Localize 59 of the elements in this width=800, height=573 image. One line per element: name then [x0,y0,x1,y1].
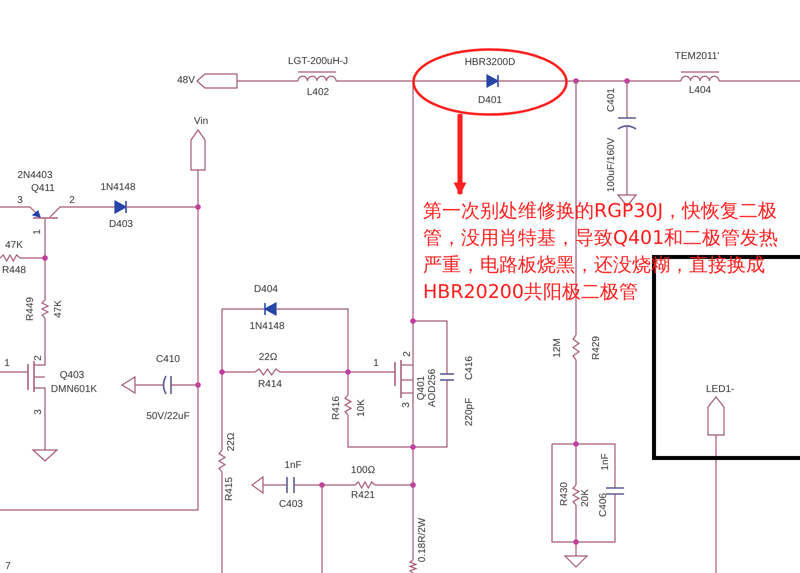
value-label: 220pF [465,398,475,426]
pin-number: 1 [33,229,43,235]
value-label: 47K [54,300,64,318]
outline-frame [652,255,800,460]
component-label: C410 [156,355,180,365]
value-label: 10K [357,399,367,417]
part-number: 1N4148 [249,322,285,332]
component-label: Q403 [60,371,84,381]
component-label: C401 [607,88,617,112]
arrow [454,114,466,196]
component-label: D401 [478,96,502,106]
part-number: 1N4148 [100,183,136,193]
part-number: AOD256 [428,368,438,408]
net-label: 48V [177,76,195,86]
value-label: 22Ω [258,353,278,363]
component-label: D403 [109,220,133,230]
net-label: LED1- [706,385,734,395]
component-label: R414 [258,380,282,390]
part-number: HBR3200D [464,58,516,68]
component-label: R449 [26,297,36,321]
net-label: Vin [194,117,208,127]
component-label: R429 [592,336,602,360]
component-label: D404 [254,285,278,295]
part-number: LGT-200uH-J [288,57,348,67]
component-label: L402 [306,88,330,98]
component-label: Q401 [417,376,427,400]
pin-number: 1 [4,359,10,369]
component-label: Q411 [31,184,55,194]
component-label: C403 [279,500,303,510]
highlight-ellipse [412,48,568,116]
component-label: L404 [688,86,712,96]
component-label: C406 [599,493,609,517]
value-label: 12M [553,338,563,358]
value-label: 100Ω [350,466,376,476]
pin-number: 3 [34,409,44,415]
component-label: R416 [332,396,342,420]
note: 7 [5,562,11,572]
pin-number: 2 [34,355,44,361]
pin-number: 3 [402,402,412,408]
component-label: R415 [225,477,235,501]
part-number: TEM2011' [674,52,720,62]
part-number: DMN601K [50,385,98,395]
pin-number: 2 [69,196,75,206]
value-label: 22Ω [227,432,237,452]
pin-number: 2 [403,351,413,357]
part-number: 2N4403 [17,171,53,181]
value-label: 1nF [284,461,302,471]
value-label: 47K [5,241,23,251]
component-label: C416 [465,356,475,380]
pin-number: 3 [17,196,23,206]
value-label: 100uF/160V [607,138,617,192]
value-label: 1nF [601,453,611,471]
pin-number: 1 [373,359,379,369]
value-label: 20K [581,489,591,507]
component-label: R448 [2,266,26,276]
component-label: R430 [560,482,570,506]
value-label: 50V/22uF [146,412,190,422]
component-label: R421 [351,491,375,501]
value-label: 0.18R/2W [418,518,428,562]
